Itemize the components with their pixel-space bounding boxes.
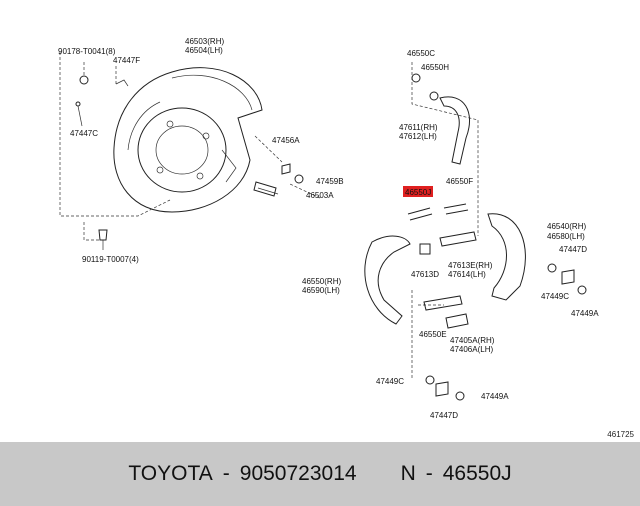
label-46503A: 46503A bbox=[306, 191, 334, 200]
label-47405A: 47405A(RH) bbox=[450, 336, 495, 345]
label-47447D-bottom: 47447D bbox=[430, 411, 458, 420]
label-46590: 46590(LH) bbox=[302, 286, 340, 295]
label-47613E: 47613E(RH) bbox=[448, 261, 493, 270]
label-46540: 46540(RH) bbox=[547, 222, 586, 231]
label-47449A-right: 47449A bbox=[571, 309, 599, 318]
label-47614: 47614(LH) bbox=[448, 270, 486, 279]
footer-part-number: 9050723014 bbox=[239, 462, 357, 485]
label-47449C-bottom: 47449C bbox=[376, 377, 404, 386]
highlight-46550J bbox=[403, 186, 433, 197]
footer-separator-2: - bbox=[425, 462, 433, 485]
label-47456A: 47456A bbox=[272, 136, 300, 145]
footer-ref-number: 46550J bbox=[442, 462, 512, 485]
parking-brake-shoes bbox=[364, 73, 587, 401]
label-46550J: 46550J bbox=[405, 188, 431, 197]
label-47447F: 47447F bbox=[113, 56, 140, 65]
label-90178: 90178-T0041(8) bbox=[58, 47, 116, 56]
label-47406A: 47406A(LH) bbox=[450, 345, 493, 354]
label-46550H: 46550H bbox=[421, 63, 449, 72]
label-46550E: 46550E bbox=[419, 330, 447, 339]
footer-n-label: N bbox=[400, 462, 416, 485]
label-47447D-right: 47447D bbox=[559, 245, 587, 254]
label-47613D: 47613D bbox=[411, 270, 439, 279]
footer-bar: TOYOTA - 9050723014 N - 46550J bbox=[0, 442, 640, 506]
backing-plate bbox=[113, 67, 263, 213]
leader-lines bbox=[59, 52, 479, 380]
label-47449C-right: 47449C bbox=[541, 292, 569, 301]
parts-diagram: 46503(RH) 46504(LH) 90178-T0041(8) 47447… bbox=[58, 37, 599, 420]
label-46504: 46504(LH) bbox=[185, 46, 223, 55]
label-46550F: 46550F bbox=[446, 177, 473, 186]
diagram-ref-code: 461725 bbox=[607, 430, 634, 439]
label-47612: 47612(LH) bbox=[399, 132, 437, 141]
label-46580: 46580(LH) bbox=[547, 232, 585, 241]
footer-brand: TOYOTA bbox=[128, 462, 213, 485]
label-46503: 46503(RH) bbox=[185, 37, 224, 46]
label-47459B: 47459B bbox=[316, 177, 344, 186]
label-46550: 46550(RH) bbox=[302, 277, 341, 286]
label-47449A-bottom: 47449A bbox=[481, 392, 509, 401]
label-47611: 47611(RH) bbox=[399, 123, 438, 132]
label-47447C: 47447C bbox=[70, 129, 98, 138]
label-46550C: 46550C bbox=[407, 49, 435, 58]
footer-separator: - bbox=[222, 462, 230, 485]
label-90119: 90119-T0007(4) bbox=[82, 255, 139, 264]
left-hardware bbox=[75, 75, 304, 250]
